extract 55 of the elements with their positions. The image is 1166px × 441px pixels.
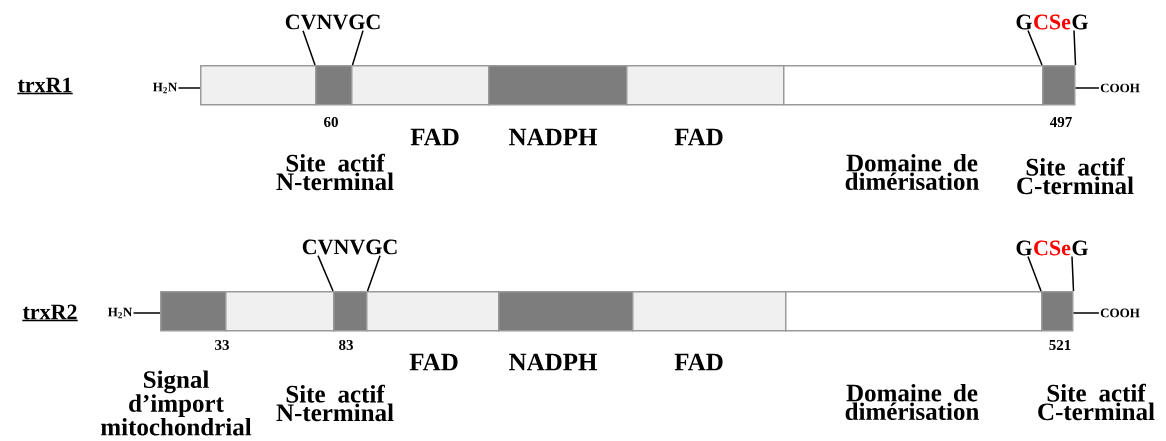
domain-segment	[632, 291, 787, 332]
leader-line	[1071, 255, 1075, 292]
domain-label: NADPH	[509, 353, 597, 371]
domain-label: Signal d’import mitochondrial	[101, 370, 252, 436]
domain-segment	[626, 65, 785, 106]
domain-segment	[785, 291, 1043, 332]
domain-label: Domaine de dimérisation	[845, 383, 979, 421]
terminus-label: COOH	[1100, 83, 1140, 93]
domain-label: NADPH	[509, 128, 597, 146]
terminus-label: H$_{2}$N	[152, 82, 178, 94]
terminus-label: COOH	[1100, 308, 1140, 318]
domain-label: FAD	[674, 128, 723, 146]
leader-line	[177, 87, 201, 89]
leader-line	[302, 29, 316, 66]
terminus-label: H$_{2}$N	[107, 307, 133, 319]
protein-name: trxR2	[21, 304, 79, 322]
leader-line	[366, 254, 381, 292]
motif-label: CVNVGC	[285, 14, 380, 30]
leader-line	[317, 254, 334, 292]
domain-segment	[160, 291, 227, 332]
residue-number: 33	[215, 339, 229, 351]
domain-segment	[366, 291, 500, 332]
domain-segment	[333, 291, 368, 332]
domain-segment	[488, 65, 628, 106]
domain-segment	[1042, 65, 1076, 106]
domain-label: FAD	[409, 353, 458, 371]
domain-segment	[315, 65, 353, 106]
domain-label: FAD	[410, 128, 459, 146]
domain-label: FAD	[674, 353, 723, 371]
domain-label: Site actif N-terminal	[276, 153, 394, 191]
motif-label: CVNVGC	[302, 239, 397, 255]
domain-segment	[351, 65, 490, 106]
motif-label: GCSeG	[1016, 240, 1088, 256]
leader-line	[1027, 29, 1043, 66]
domain-label: Site actif N-terminal	[276, 384, 394, 422]
leader-line	[132, 312, 161, 314]
residue-number: 497	[1049, 116, 1072, 128]
domain-label: Domaine de dimérisation	[845, 153, 979, 191]
domain-segment	[1041, 291, 1074, 332]
domain-label: Site actif C-terminal	[1017, 157, 1134, 195]
domain-segment	[498, 291, 634, 332]
leader-line	[1027, 255, 1042, 292]
domain-label: Site actif C-terminal	[1038, 383, 1155, 421]
residue-number: 60	[324, 116, 338, 128]
residue-number: 521	[1049, 339, 1071, 351]
leader-line	[351, 29, 364, 66]
protein-name: trxR1	[16, 77, 74, 95]
leader-line	[1072, 312, 1100, 314]
leader-line	[1074, 87, 1100, 89]
motif-label: GCSeG	[1016, 14, 1088, 30]
residue-number: 83	[339, 339, 353, 351]
domain-segment	[783, 65, 1044, 106]
domain-segment	[200, 65, 317, 106]
domain-segment	[225, 291, 335, 332]
leader-line	[1073, 29, 1077, 66]
